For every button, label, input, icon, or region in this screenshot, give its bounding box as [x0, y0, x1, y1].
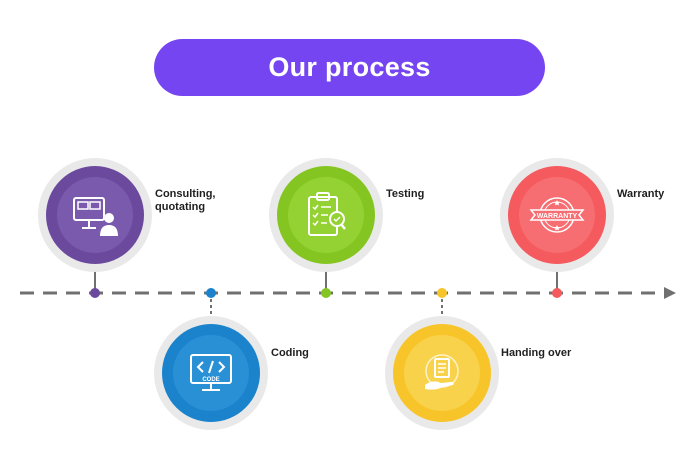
step-disc: [46, 166, 144, 264]
step-label-handing-over: Handing over: [501, 347, 572, 359]
step-node-handing-over: [385, 316, 499, 430]
timeline-dot: [321, 288, 331, 298]
step-label-coding: Coding: [271, 347, 309, 359]
code-monitor-icon: CODE: [190, 354, 232, 391]
timeline-dot: [90, 288, 100, 298]
step-node-consulting: [38, 158, 152, 272]
step-node-coding: CODE: [154, 316, 268, 430]
svg-text:WARRANTY: WARRANTY: [537, 213, 578, 220]
title-banner: Our process: [154, 39, 545, 96]
hand-document-icon: [425, 354, 459, 390]
step-label-warranty: Warranty: [617, 188, 665, 200]
step-label-consulting: Consulting, quotating: [155, 188, 216, 213]
timeline-arrow-icon: [664, 287, 676, 299]
checklist-clipboard-icon: [308, 192, 346, 236]
timeline-dot: [552, 288, 562, 298]
timeline-dot: [206, 288, 216, 298]
step-disc: [393, 324, 491, 422]
page-title: Our process: [268, 52, 431, 82]
step-node-testing: [269, 158, 383, 272]
warranty-badge-icon: WARRANTY: [529, 197, 585, 233]
presentation-user-icon: [73, 197, 118, 236]
step-label-testing: Testing: [386, 188, 425, 200]
step-disc: WARRANTY: [508, 166, 606, 264]
step-node-warranty: WARRANTY: [500, 158, 614, 272]
timeline-dot: [437, 288, 447, 298]
step-disc: CODE: [162, 324, 260, 422]
svg-text:CODE: CODE: [202, 377, 219, 383]
step-disc: [277, 166, 375, 264]
